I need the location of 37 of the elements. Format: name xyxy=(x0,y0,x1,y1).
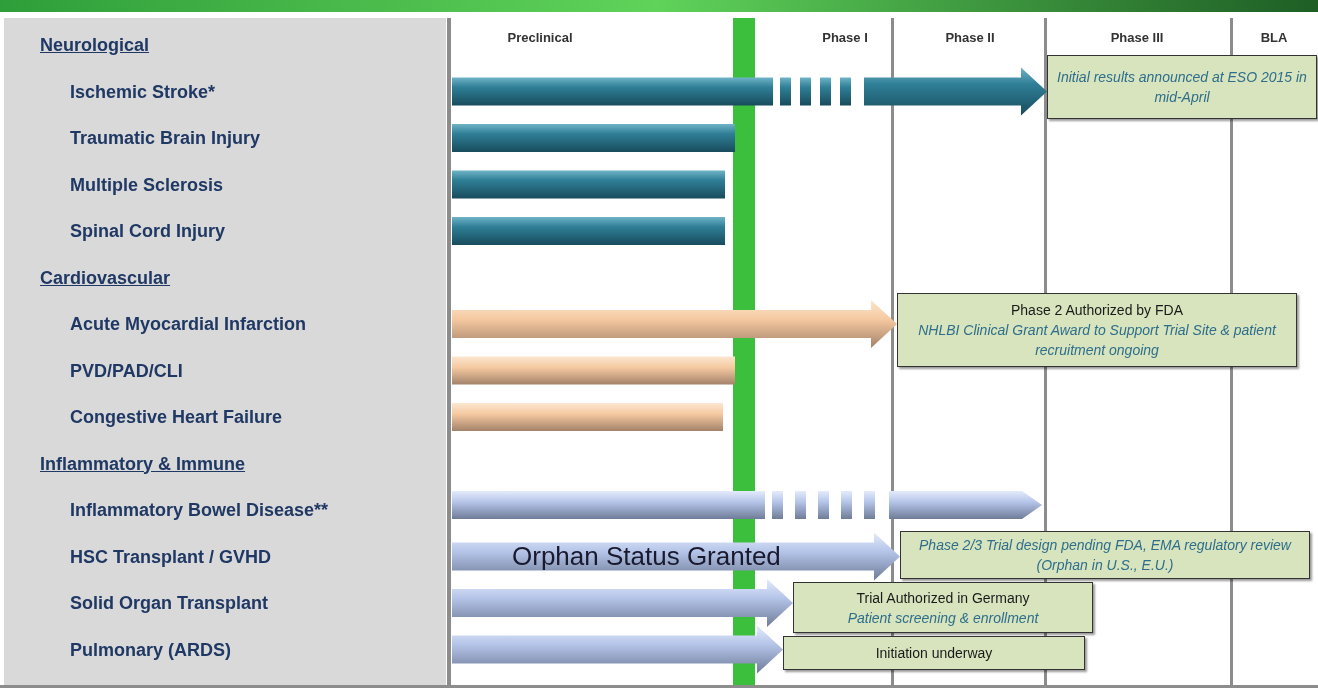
indication-name: HSC Transplant / GVHD xyxy=(70,545,272,569)
progress-arrow xyxy=(864,67,1047,116)
indication-name: Solid Organ Transplant xyxy=(70,592,269,615)
indication-name: Multiple Sclerosis xyxy=(70,173,224,197)
indication-name: Inflammatory Bowel Disease** xyxy=(70,499,329,522)
indication-name: Acute Myocardial Infarction xyxy=(70,313,307,336)
category-heading: Neurological xyxy=(40,34,150,57)
note-text: Initiation underway xyxy=(875,644,993,663)
note-text: Patient screening & enrollment xyxy=(847,608,1039,628)
note-text: NHLBI Clinical Grant Award to Support Trial Site & patient recruitment ongoing xyxy=(917,321,1278,360)
phase-header: Phase III xyxy=(1110,29,1164,47)
indication-name: Traumatic Brain Injury xyxy=(70,127,261,150)
note-text: Phase 2 Authorized by FDA xyxy=(1011,301,1183,320)
phase-header: BLA xyxy=(1260,29,1288,47)
indication-name: PVD/PAD/CLI xyxy=(70,359,183,383)
category-heading: Inflammatory & Immune xyxy=(40,452,246,476)
phase-header: Preclinical xyxy=(507,29,573,47)
status-note-box xyxy=(900,531,1310,579)
indication-name: Spinal Cord Injury xyxy=(70,220,225,243)
status-note-box xyxy=(1047,55,1317,119)
phase-header: Phase II xyxy=(945,29,995,47)
progress-arrow xyxy=(452,532,900,581)
indication-name: Ischemic Stroke* xyxy=(70,80,216,104)
status-note-box xyxy=(783,636,1085,670)
note-text: Trial Authorized in Germany xyxy=(856,588,1030,608)
status-note-box xyxy=(897,293,1297,367)
progress-arrow xyxy=(452,625,783,674)
status-note-box xyxy=(793,582,1093,633)
orphan-status-label: Orphan Status Granted xyxy=(512,539,781,572)
progress-arrow xyxy=(452,579,793,627)
indication-name: Congestive Heart Failure xyxy=(70,406,283,429)
indication-name: Pulmonary (ARDS) xyxy=(70,638,231,662)
note-text: Phase 2/3 Trial design pending FDA, EMA regulatory review (Orphan in U.S., E.U.) xyxy=(918,536,1293,575)
category-heading: Cardiovascular xyxy=(40,266,171,290)
progress-arrow xyxy=(452,300,897,348)
note-text: Initial results announced at ESO 2015 in mid-April xyxy=(1056,68,1308,107)
phase-header: Phase I xyxy=(822,29,868,47)
